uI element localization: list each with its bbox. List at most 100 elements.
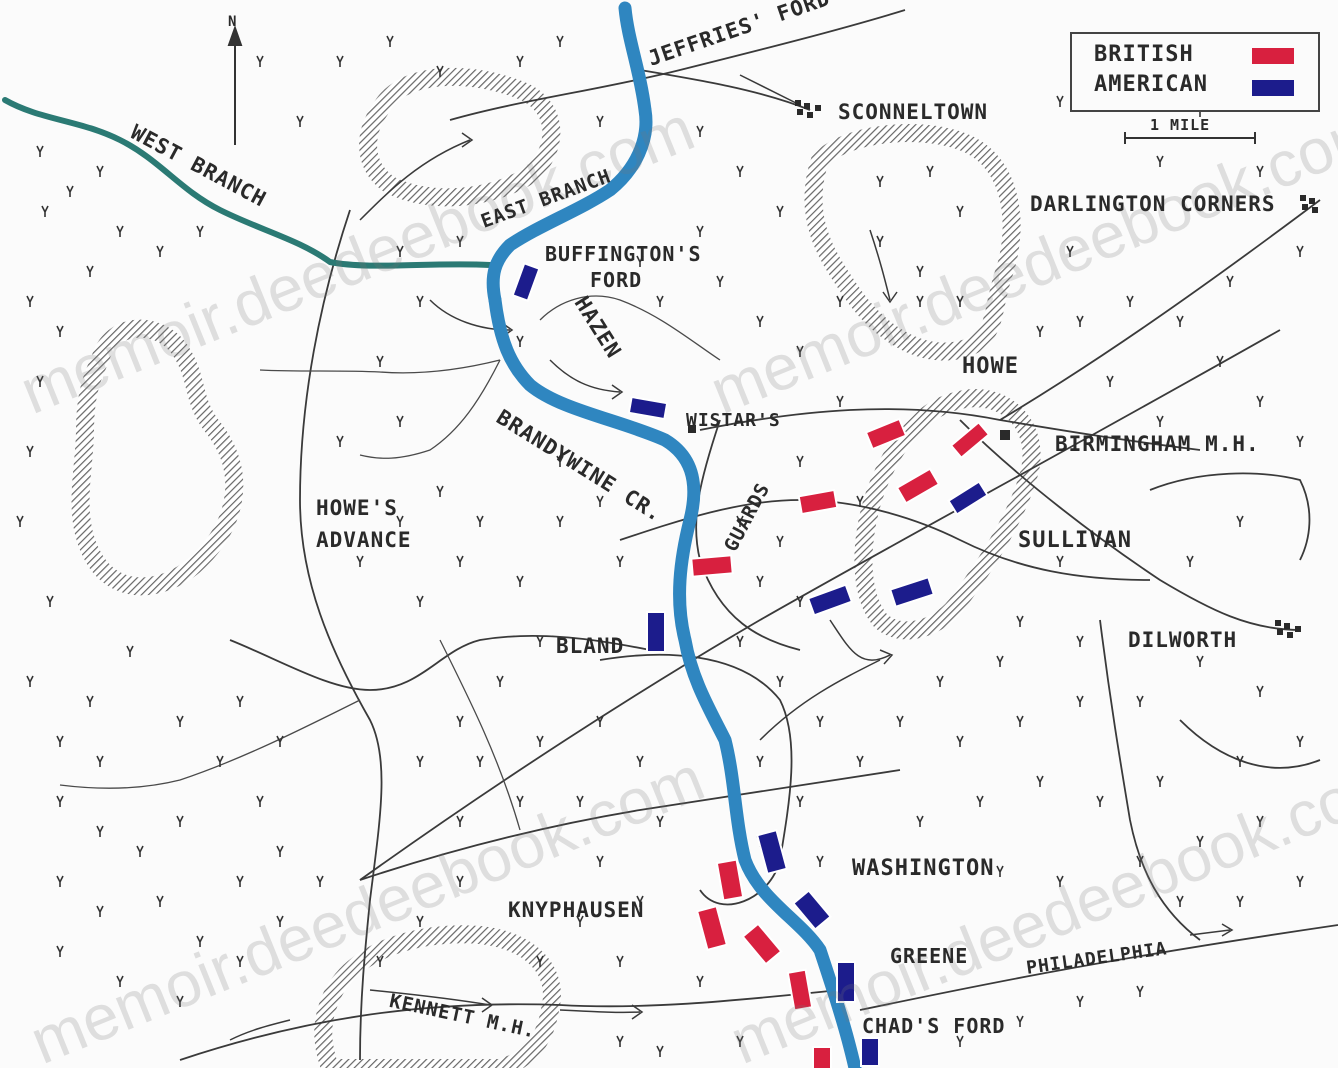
tree-icon <box>876 175 884 187</box>
tree-icon <box>26 295 34 307</box>
tree-icon <box>596 715 604 727</box>
british-unit <box>690 554 734 578</box>
label-howes-advance-2: ADVANCE <box>316 528 412 552</box>
tree-icon <box>456 875 464 887</box>
stream-1 <box>259 359 501 374</box>
legend-british-label: BRITISH <box>1094 42 1194 67</box>
troop-units <box>511 262 991 1068</box>
road-howes-advance <box>299 209 383 1061</box>
tree-icon <box>1256 165 1264 177</box>
road-philadelphia <box>859 924 1338 1011</box>
tree-icon <box>1296 435 1304 447</box>
tree-icon <box>536 635 544 647</box>
tree-icon <box>176 715 184 727</box>
tree-icon <box>916 295 924 307</box>
tree-icon <box>836 395 844 407</box>
tree-icon <box>1096 795 1104 807</box>
tree-icon <box>476 515 484 527</box>
tree-icon <box>596 855 604 867</box>
tree-icon <box>996 865 1004 877</box>
tree-icon <box>336 435 344 447</box>
tree-icon <box>1236 755 1244 767</box>
tree-icon <box>436 65 444 77</box>
village-icon <box>688 425 696 433</box>
tree-icon <box>56 945 64 957</box>
label-buffingtons-ford-2: FORD <box>590 268 643 292</box>
tree-icon <box>136 845 144 857</box>
tree-icon <box>276 845 284 857</box>
tree-icon <box>236 695 244 707</box>
tree-icon <box>66 185 74 197</box>
tree-icon <box>156 245 164 257</box>
american-unit <box>860 1037 880 1067</box>
tree-icon <box>1256 395 1264 407</box>
tree-icon <box>596 495 604 507</box>
tree-icon <box>156 895 164 907</box>
road-darlington <box>999 199 1321 421</box>
brandywine-creek <box>488 293 862 1068</box>
tree-icon <box>476 755 484 767</box>
tree-icon <box>1226 275 1234 287</box>
tree-icon <box>1296 245 1304 257</box>
tree-icon <box>736 635 744 647</box>
british-unit <box>812 1046 832 1068</box>
label-sullivan: SULLIVAN <box>1018 528 1132 553</box>
tree-icon <box>256 795 264 807</box>
tree-icon <box>656 1045 664 1057</box>
tree-symbols <box>16 35 1304 1057</box>
tree-icon <box>1186 555 1194 567</box>
label-chads-ford: CHAD'S FORD <box>862 1014 1006 1038</box>
tree-icon <box>216 755 224 767</box>
tree-icon <box>1176 895 1184 907</box>
tree-icon <box>86 265 94 277</box>
scale-label: 1 MILE <box>1150 116 1211 134</box>
label-howe: HOWE <box>962 354 1019 379</box>
tree-icon <box>1156 415 1164 427</box>
road-sconneltown <box>639 69 811 111</box>
stream-2 <box>359 359 501 459</box>
hill-kennett <box>314 925 561 1068</box>
road-kennett <box>179 989 841 1061</box>
tree-icon <box>396 515 404 527</box>
tree-icon <box>26 675 34 687</box>
tree-icon <box>696 225 704 237</box>
hill-birmingham <box>854 389 1041 640</box>
label-birmingham: BIRMINGHAM M.H. <box>1055 432 1260 456</box>
tree-icon <box>556 35 564 47</box>
tree-icon <box>56 795 64 807</box>
tree-icon <box>796 595 804 607</box>
tree-icon <box>1136 855 1144 867</box>
tree-icon <box>176 815 184 827</box>
streams <box>59 295 721 831</box>
tree-icon <box>1136 695 1144 707</box>
tree-icon <box>96 755 104 767</box>
stream-3 <box>59 699 361 789</box>
tree-icon <box>756 315 764 327</box>
tree-icon <box>556 515 564 527</box>
tree-icon <box>1056 95 1064 107</box>
american-unit <box>755 828 789 876</box>
rivers <box>2 1 862 1068</box>
tree-icon <box>296 115 304 127</box>
tree-icon <box>46 595 54 607</box>
road-east-track <box>1099 619 1201 941</box>
tree-icon <box>576 795 584 807</box>
tree-icon <box>1036 325 1044 337</box>
tree-icon <box>56 875 64 887</box>
tree-icon <box>456 235 464 247</box>
tree-icon <box>616 955 624 967</box>
tree-icon <box>96 165 104 177</box>
tree-icon <box>236 875 244 887</box>
road-creek-east <box>1149 472 1311 561</box>
tree-icon <box>956 1035 964 1047</box>
tree-icon <box>796 455 804 467</box>
stream-4 <box>439 639 521 831</box>
tree-icon <box>1056 555 1064 567</box>
american-unit <box>792 889 832 931</box>
tree-icon <box>276 735 284 747</box>
tree-icon <box>1196 835 1204 847</box>
tree-icon <box>1056 875 1064 887</box>
tree-icon <box>956 735 964 747</box>
tree-icon <box>616 1035 624 1047</box>
